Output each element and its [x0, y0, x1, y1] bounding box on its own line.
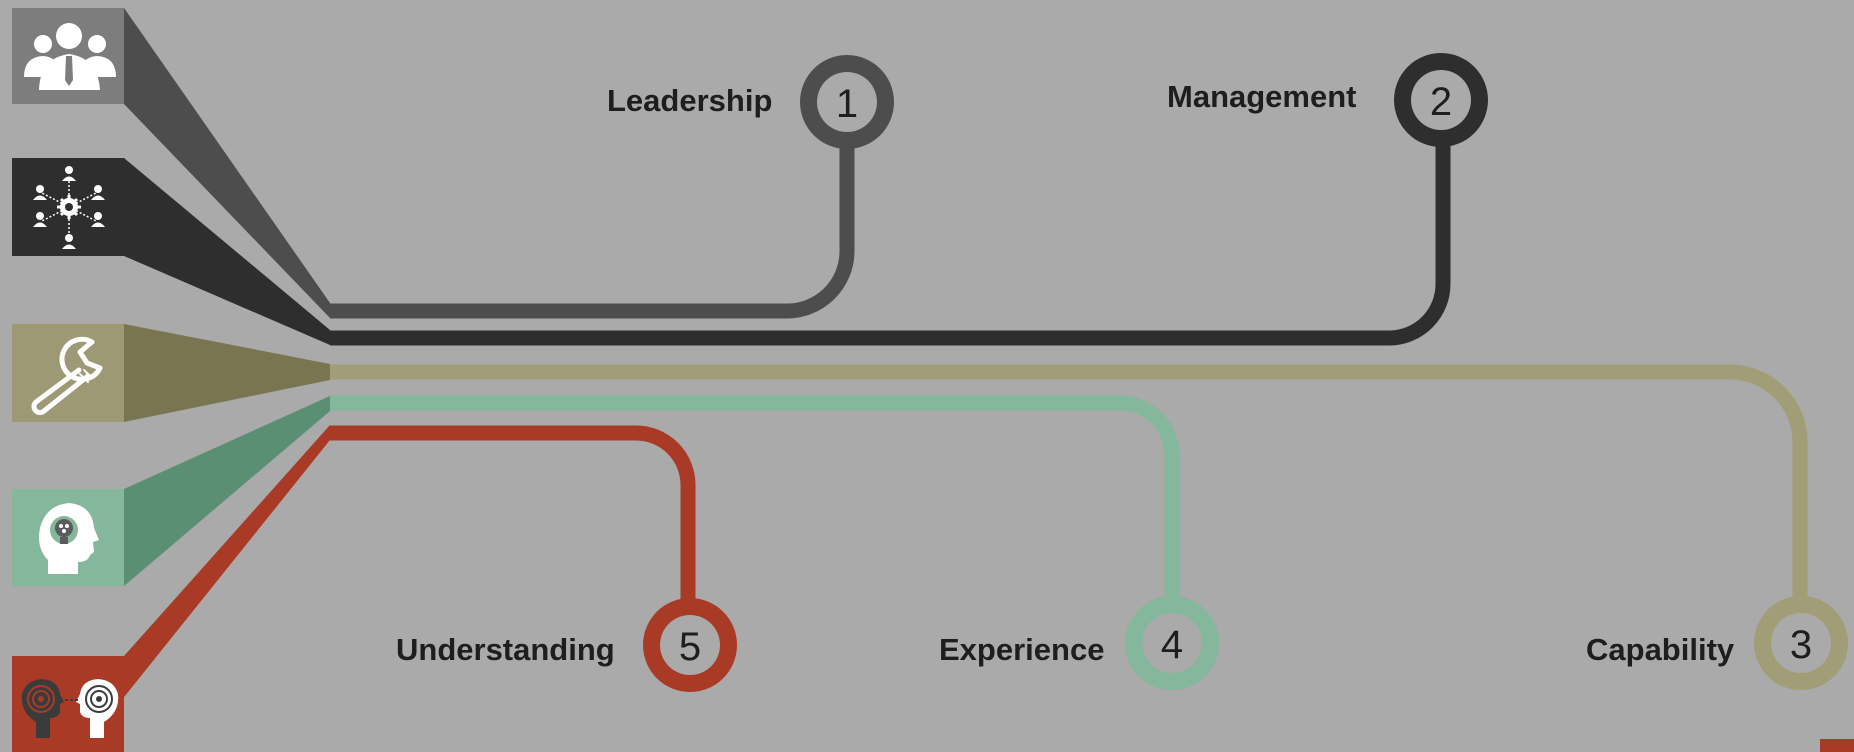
path-experience — [330, 395, 1180, 600]
wedge-understanding — [80, 425, 330, 752]
wrench-icon — [31, 336, 103, 415]
label-capability: Capability — [1586, 632, 1735, 667]
path-capability — [330, 364, 1808, 600]
wedge-leadership — [124, 8, 330, 318]
label-leadership: Leadership — [607, 83, 773, 118]
two-heads-maze-icon — [21, 679, 119, 738]
ring-4: 4 — [1125, 596, 1219, 690]
wedge-management — [124, 158, 330, 345]
ring-2: 2 — [1394, 53, 1488, 147]
wedge-capability — [124, 324, 330, 422]
ring-number-3: 3 — [1790, 623, 1812, 667]
ring-1: 1 — [800, 55, 894, 149]
corner-accent — [1820, 739, 1854, 752]
ring-number-5: 5 — [679, 625, 701, 669]
ring-number-4: 4 — [1161, 623, 1183, 667]
label-management: Management — [1167, 79, 1357, 114]
ring-number-1: 1 — [836, 82, 858, 126]
path-management — [330, 140, 1451, 346]
team-people-icon — [24, 23, 116, 90]
label-understanding: Understanding — [396, 632, 615, 667]
head-brain-icon — [39, 503, 99, 574]
path-leadership — [330, 140, 855, 319]
path-understanding — [330, 425, 696, 600]
label-experience: Experience — [939, 632, 1105, 667]
ring-number-2: 2 — [1430, 80, 1452, 124]
ring-5: 5 — [643, 598, 737, 692]
ring-3: 3 — [1754, 596, 1848, 690]
wedge-experience — [124, 396, 330, 586]
network-gear-icon — [33, 166, 105, 249]
